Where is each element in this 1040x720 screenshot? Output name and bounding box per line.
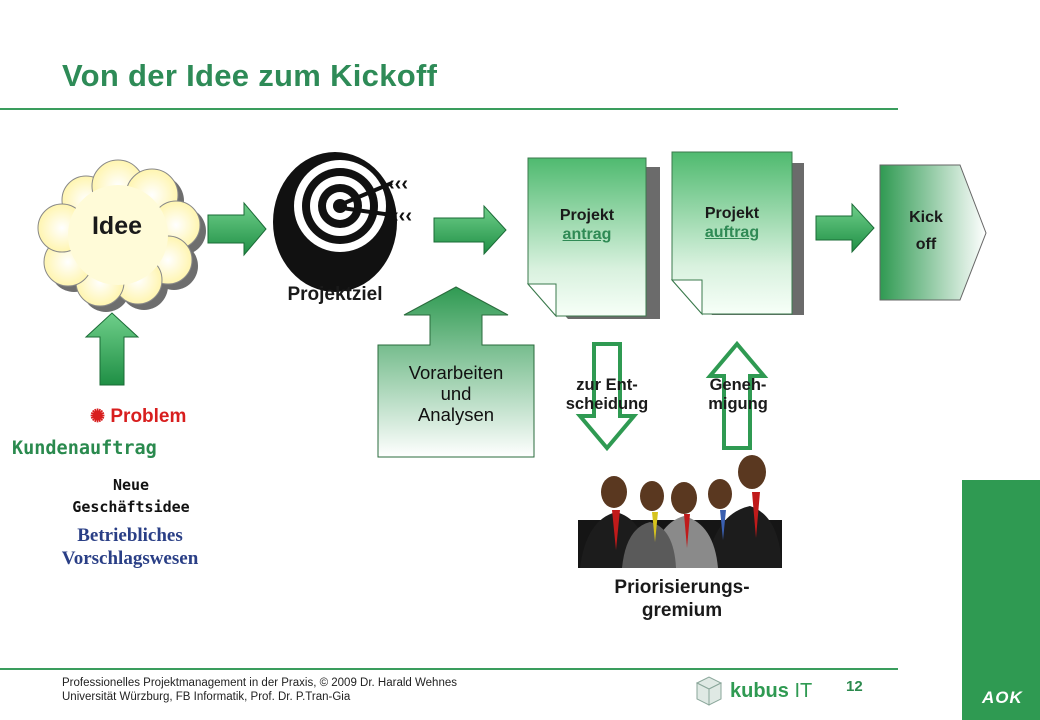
target-icon: ‹‹‹ ‹‹‹: [273, 152, 412, 292]
application-line-2: antrag: [562, 226, 612, 243]
order-label: Projekt auftrag: [674, 204, 790, 242]
suggestions-line-1: Betriebliches: [77, 525, 183, 546]
problem-text: Problem: [110, 406, 187, 427]
new-idea-line-1: Neue: [112, 476, 150, 494]
arrow-right-1: [207, 201, 267, 257]
idea-cloud: [37, 159, 206, 312]
application-label: Projekt antrag: [530, 206, 644, 244]
decision-line-1: zur Ent-: [576, 376, 638, 394]
arrow-up-approval: [705, 340, 769, 450]
aok-logo-text: AOK: [982, 688, 1023, 707]
problem-bullet-icon: ✺: [90, 406, 106, 426]
approval-label: Geneh- migung: [682, 376, 794, 414]
footer-credits: Professionelles Projektmanagement in der…: [62, 676, 457, 704]
decision-label: zur Ent- scheidung: [540, 376, 674, 414]
footer-divider: [0, 668, 898, 670]
approval-line-1: Geneh-: [709, 376, 767, 394]
suggestions-line-2: Vorschlagswesen: [61, 548, 199, 569]
kubus-word: kubus: [730, 680, 789, 702]
board-label: Priorisierungs- gremium: [572, 576, 792, 622]
document-antrag: [526, 157, 660, 319]
order-line-2: auftrag: [704, 224, 760, 241]
source-customer-order: Kundenauftrag: [12, 438, 157, 459]
kubus-logo-text: kubus IT: [730, 680, 812, 703]
idea-label: Idee: [91, 212, 143, 240]
decision-line-2: scheidung: [565, 395, 649, 413]
source-suggestions: Betriebliches Vorschlagswesen: [30, 524, 230, 570]
source-new-idea: Neue Geschäftsidee: [40, 474, 222, 518]
order-line-1: Projekt: [704, 205, 760, 222]
arrow-up-sources: [84, 312, 140, 386]
brand-sidebar: [962, 480, 1040, 720]
svg-text:‹‹‹: ‹‹‹: [392, 205, 412, 227]
kickoff-label: Kick off: [884, 204, 968, 258]
people-group-icon: [578, 455, 782, 568]
kickoff-line-1: Kick: [909, 209, 943, 226]
arrow-down-decision: [575, 342, 639, 452]
prep-text: Vorarbeiten und Analysen: [382, 362, 530, 425]
footer-line-1: Professionelles Projektmanagement in der…: [62, 677, 457, 689]
page-number: 12: [846, 678, 863, 695]
document-auftrag: [670, 151, 804, 316]
kickoff-line-2: off: [915, 236, 937, 253]
kubus-logo-icon: [695, 676, 723, 706]
it-word: IT: [794, 680, 813, 702]
source-problem: ✺ Problem: [90, 406, 186, 428]
kickoff-shape: [879, 164, 987, 301]
prep-line-2: und: [440, 383, 472, 404]
prep-line-3: Analysen: [417, 404, 495, 425]
application-line-1: Projekt: [559, 207, 615, 224]
board-line-1: Priorisierungs-: [614, 577, 750, 598]
title-divider: [0, 108, 898, 110]
page-title: Von der Idee zum Kickoff: [62, 58, 438, 93]
goal-label: Projektziel: [287, 284, 383, 305]
prep-arrow-shape: [377, 286, 535, 458]
arrow-right-3: [815, 202, 875, 254]
arrow-right-2: [433, 204, 507, 256]
approval-line-2: migung: [708, 395, 768, 413]
board-line-2: gremium: [641, 600, 723, 621]
svg-text:‹‹‹: ‹‹‹: [388, 173, 408, 195]
new-idea-line-2: Geschäftsidee: [72, 498, 190, 516]
footer-line-2: Universität Würzburg, FB Informatik, Pro…: [62, 691, 351, 703]
prep-line-1: Vorarbeiten: [408, 362, 504, 383]
